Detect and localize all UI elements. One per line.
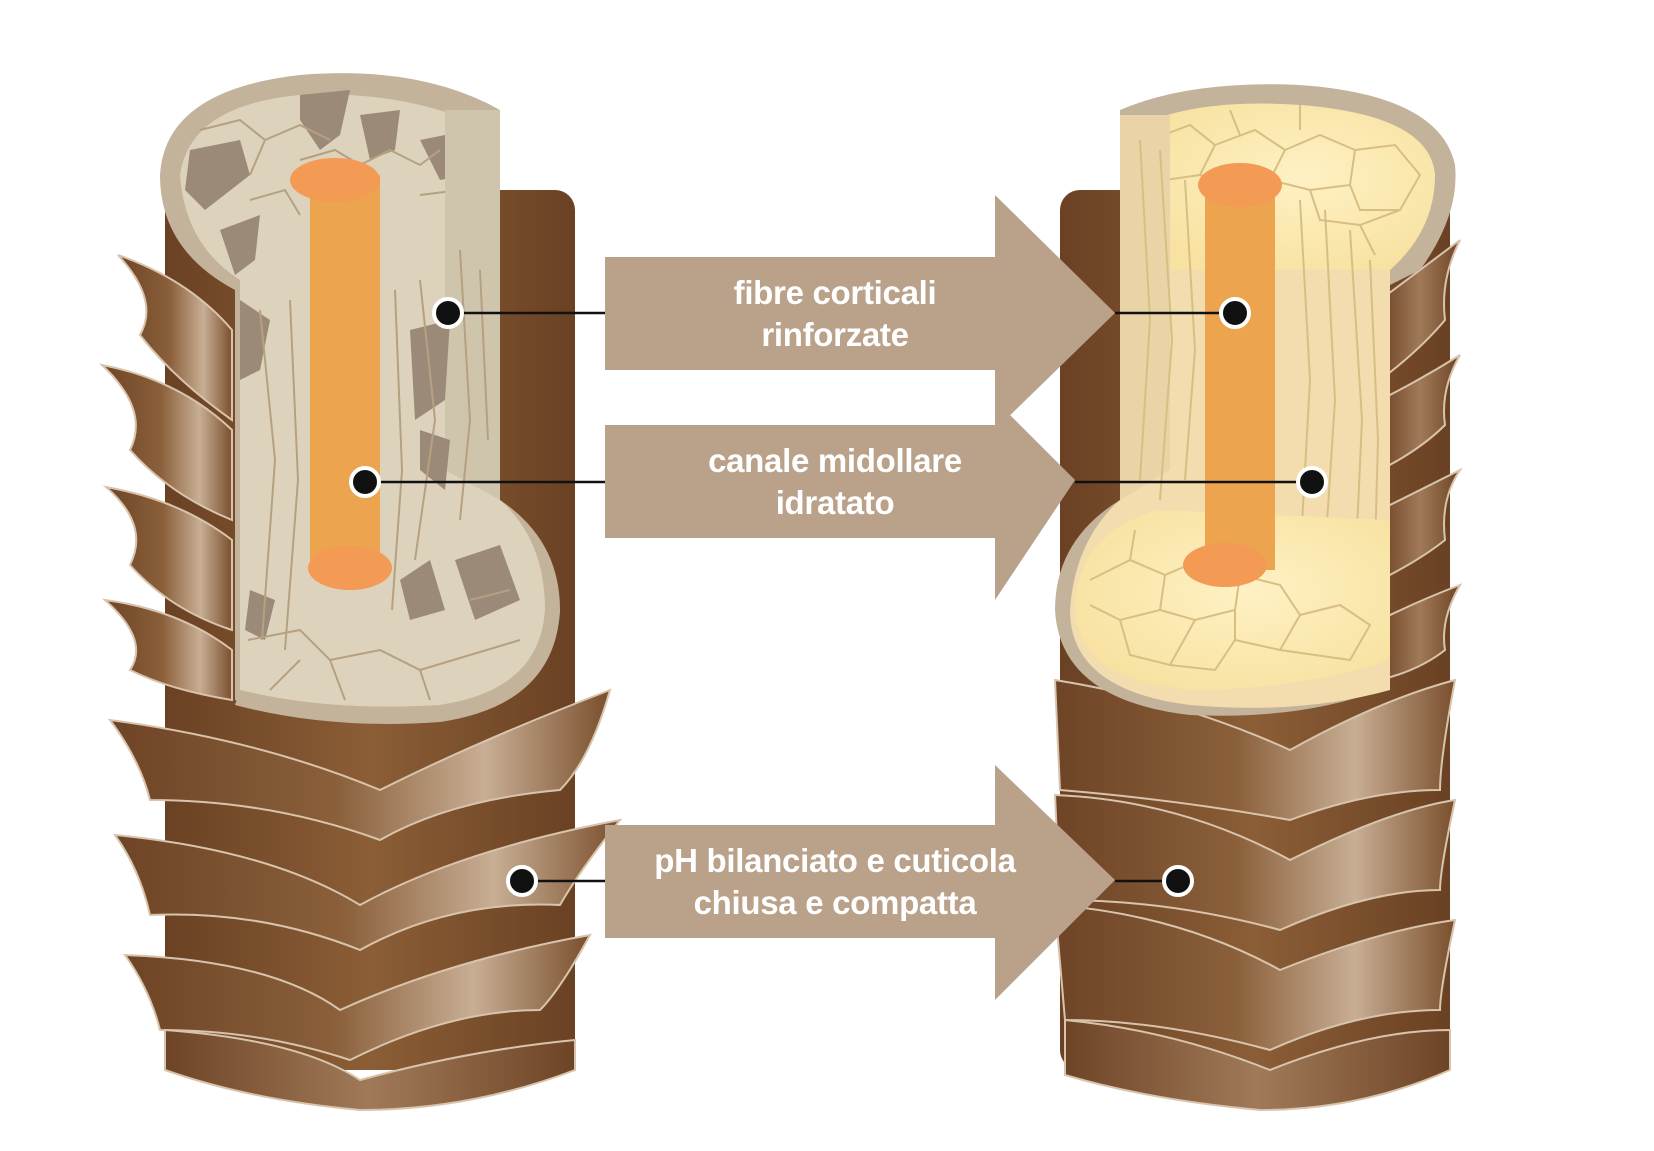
cuticle-scales-left	[98, 254, 233, 702]
label-canale-midollare: canale midollare idratato	[625, 440, 1045, 524]
marker-canale-left	[349, 466, 381, 498]
marker-cuticola-right	[1162, 865, 1194, 897]
marker-fibre-right	[1219, 297, 1251, 329]
label-cuticola: pH bilanciato e cuticola chiusa e compat…	[625, 840, 1045, 924]
marker-canale-right	[1296, 466, 1328, 498]
cortex-gaps-body	[240, 300, 520, 640]
cuticle-scales-bottom-right	[1053, 678, 1457, 1112]
marker-cuticola-left	[506, 865, 538, 897]
medulla-right	[1205, 180, 1275, 570]
healthy-hair-strand-icon	[1053, 84, 1463, 1112]
marker-dots	[349, 297, 1328, 897]
damaged-hair-strand-icon	[98, 73, 623, 1112]
cuticle-scales-right	[1379, 239, 1463, 682]
cortex-fibres-left	[247, 249, 521, 701]
arrow-canale	[605, 400, 1075, 600]
cuticle-scales-bottom-left	[107, 688, 623, 1112]
label-cuticola-line2: chiusa e compatta	[693, 884, 977, 921]
label-fibre-line2: rinforzate	[761, 316, 909, 353]
arrow-cuticola	[605, 765, 1115, 1000]
label-fibre-line1: fibre corticali	[733, 274, 937, 311]
arrow-fibre	[605, 195, 1115, 430]
medulla-left	[310, 175, 380, 570]
label-canale-line2: idratato	[775, 484, 895, 521]
marker-fibre-left	[432, 297, 464, 329]
label-cuticola-line1: pH bilanciato e cuticola	[654, 842, 1016, 879]
label-fibre-corticali: fibre corticali rinforzate	[625, 272, 1045, 356]
label-canale-line1: canale midollare	[708, 442, 962, 479]
